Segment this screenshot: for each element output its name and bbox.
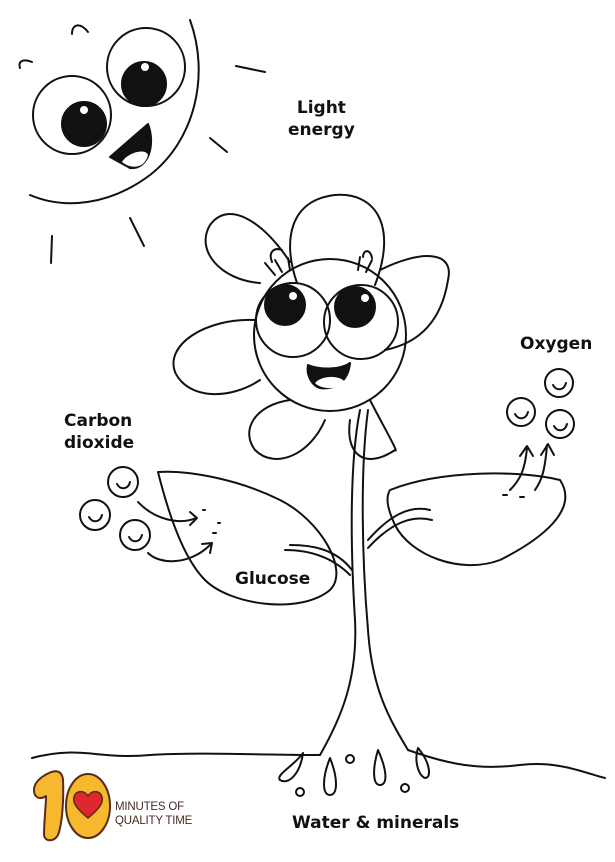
water-drops xyxy=(278,747,431,797)
sun-ray xyxy=(50,235,53,264)
flower-petals xyxy=(172,193,450,460)
leaf-right xyxy=(386,472,567,567)
oxygen-molecules xyxy=(502,368,575,498)
sun-character xyxy=(18,19,266,264)
carbon-dioxide-molecules xyxy=(79,466,221,563)
arrow xyxy=(147,544,211,563)
arrow xyxy=(509,447,528,491)
sun-eyebrow-right xyxy=(71,24,89,35)
label-carbon-dioxide-line1: Carbon xyxy=(64,411,133,431)
arrow xyxy=(137,501,197,522)
label-water-minerals: Water & minerals xyxy=(292,813,460,833)
logo-text-line2: QUALITY TIME xyxy=(115,815,193,827)
leaf-left xyxy=(157,470,338,606)
label-carbon-dioxide: Carbon dioxide xyxy=(64,410,134,454)
logo-10-minutes xyxy=(33,770,111,842)
label-light-energy-line2: energy xyxy=(288,120,355,140)
label-carbon-dioxide-line2: dioxide xyxy=(64,433,135,453)
flower-eyelash xyxy=(264,257,291,276)
label-glucose: Glucose xyxy=(235,569,311,589)
sun-ray xyxy=(235,65,266,73)
label-light-energy: Light energy xyxy=(288,97,355,141)
plant-stem xyxy=(284,409,433,756)
ground-line xyxy=(31,749,606,779)
flower-face xyxy=(253,248,407,412)
arrow xyxy=(534,444,548,491)
logo-text-line1: MINUTES OF xyxy=(115,801,184,813)
flower-eyelash xyxy=(357,256,373,273)
label-light-energy-line1: Light xyxy=(296,98,346,118)
sun-ray xyxy=(209,137,228,153)
label-oxygen: Oxygen xyxy=(520,334,593,354)
sun-ray xyxy=(129,217,145,247)
sun-eyebrow-left xyxy=(18,59,33,69)
sun-eye-left xyxy=(32,75,112,155)
logo-text: MINUTES OF QUALITY TIME xyxy=(115,800,192,828)
